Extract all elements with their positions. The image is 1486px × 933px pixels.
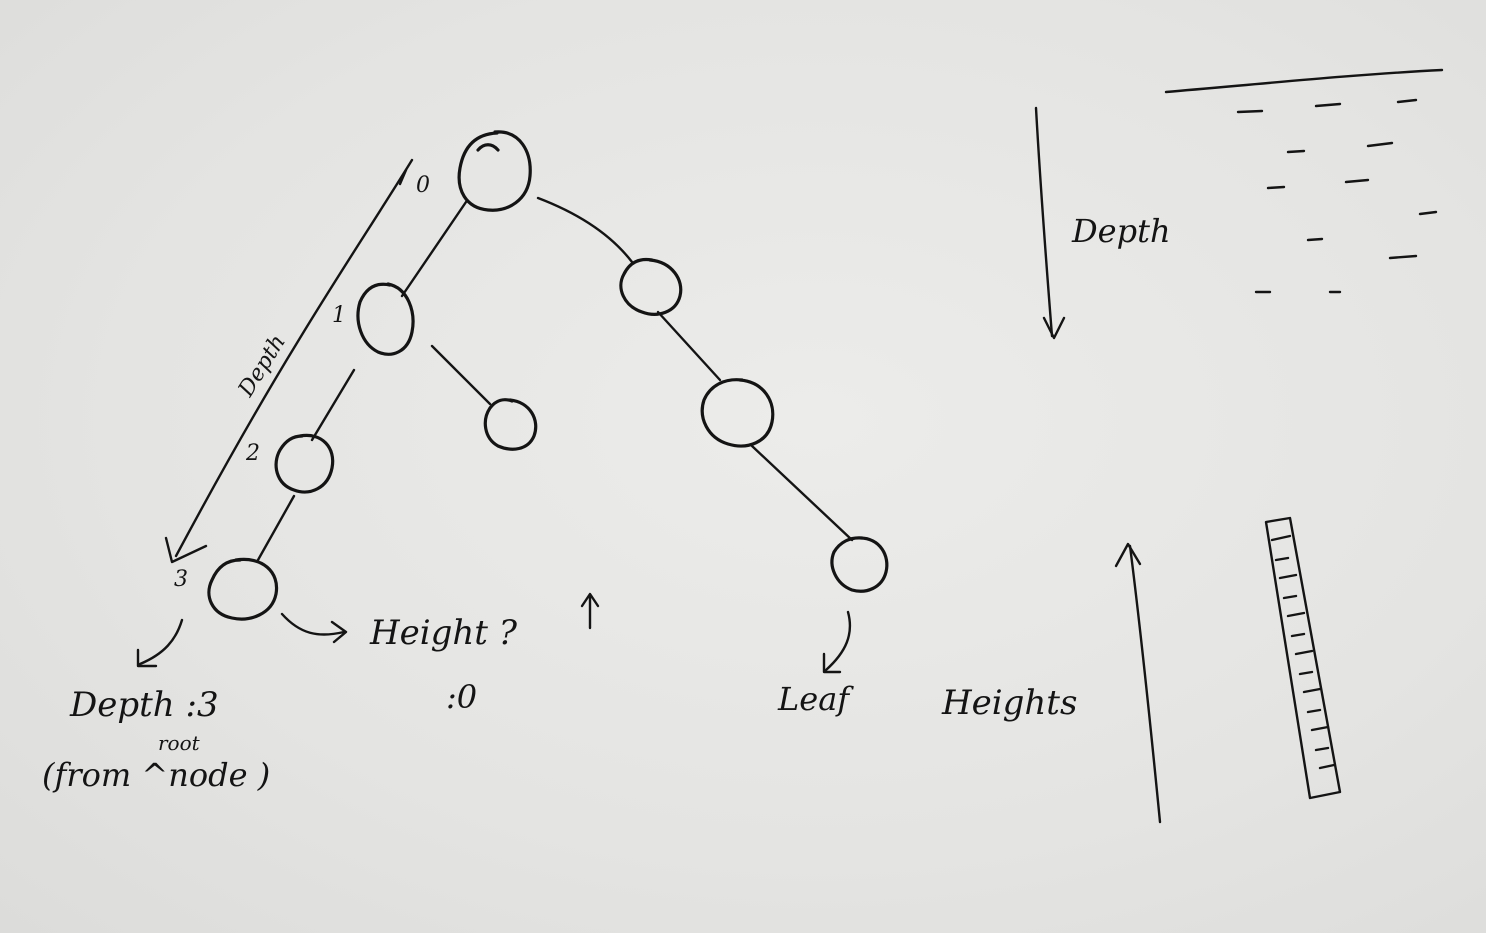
water-ripples	[1236, 98, 1438, 294]
edge-root-right	[536, 196, 634, 264]
left-left-grandchild-node	[274, 433, 335, 494]
height-pointer	[280, 612, 348, 644]
tree-edges	[256, 196, 854, 562]
deepest-leaf-node	[207, 557, 279, 621]
depth-level-3: 3	[174, 567, 188, 592]
height-illustration-label: Heights	[941, 683, 1077, 723]
right-child-node	[619, 257, 683, 316]
depth-level-2: 2	[245, 441, 260, 466]
edge-left-rightgrand	[430, 344, 492, 406]
left-child-node	[356, 282, 415, 356]
depth-illustration	[1034, 68, 1444, 340]
edge-rightgrand-leaf	[750, 444, 854, 542]
height-illustration	[1114, 516, 1342, 824]
edge-left-leftgrand	[310, 368, 356, 442]
depth-arrow	[164, 158, 414, 564]
right-grandchild-node	[700, 378, 775, 448]
depth-illustration-label: Depth	[1071, 212, 1171, 250]
water-surface-line	[1164, 68, 1444, 94]
down-arrow-icon	[1034, 106, 1054, 338]
leaf-label: Leaf	[777, 680, 854, 718]
height-question: Height ?	[369, 613, 518, 653]
leaf-depth-note-root: root	[158, 731, 201, 755]
root-node	[457, 130, 532, 212]
leaf-depth-pointer	[136, 618, 184, 668]
depth-level-0: 0	[416, 173, 430, 198]
ruler-icon	[1264, 516, 1342, 800]
leaf-depth-label: Depth :3	[69, 685, 219, 725]
leaf-depth-note: (from ^node )	[42, 756, 270, 794]
height-answer: :0	[446, 678, 477, 716]
depth-level-1: 1	[332, 303, 346, 328]
up-arrow-icon	[1128, 544, 1162, 824]
right-leaf-node	[830, 536, 889, 593]
left-right-grandchild-node	[483, 398, 538, 451]
edge-leftgrand-leaf	[256, 494, 296, 562]
edge-right-rightgrand	[656, 310, 722, 382]
tree-nodes	[207, 130, 889, 621]
up-arrow-small-icon	[580, 592, 600, 630]
leaf-pointer	[822, 610, 852, 674]
edge-root-left	[400, 200, 468, 298]
